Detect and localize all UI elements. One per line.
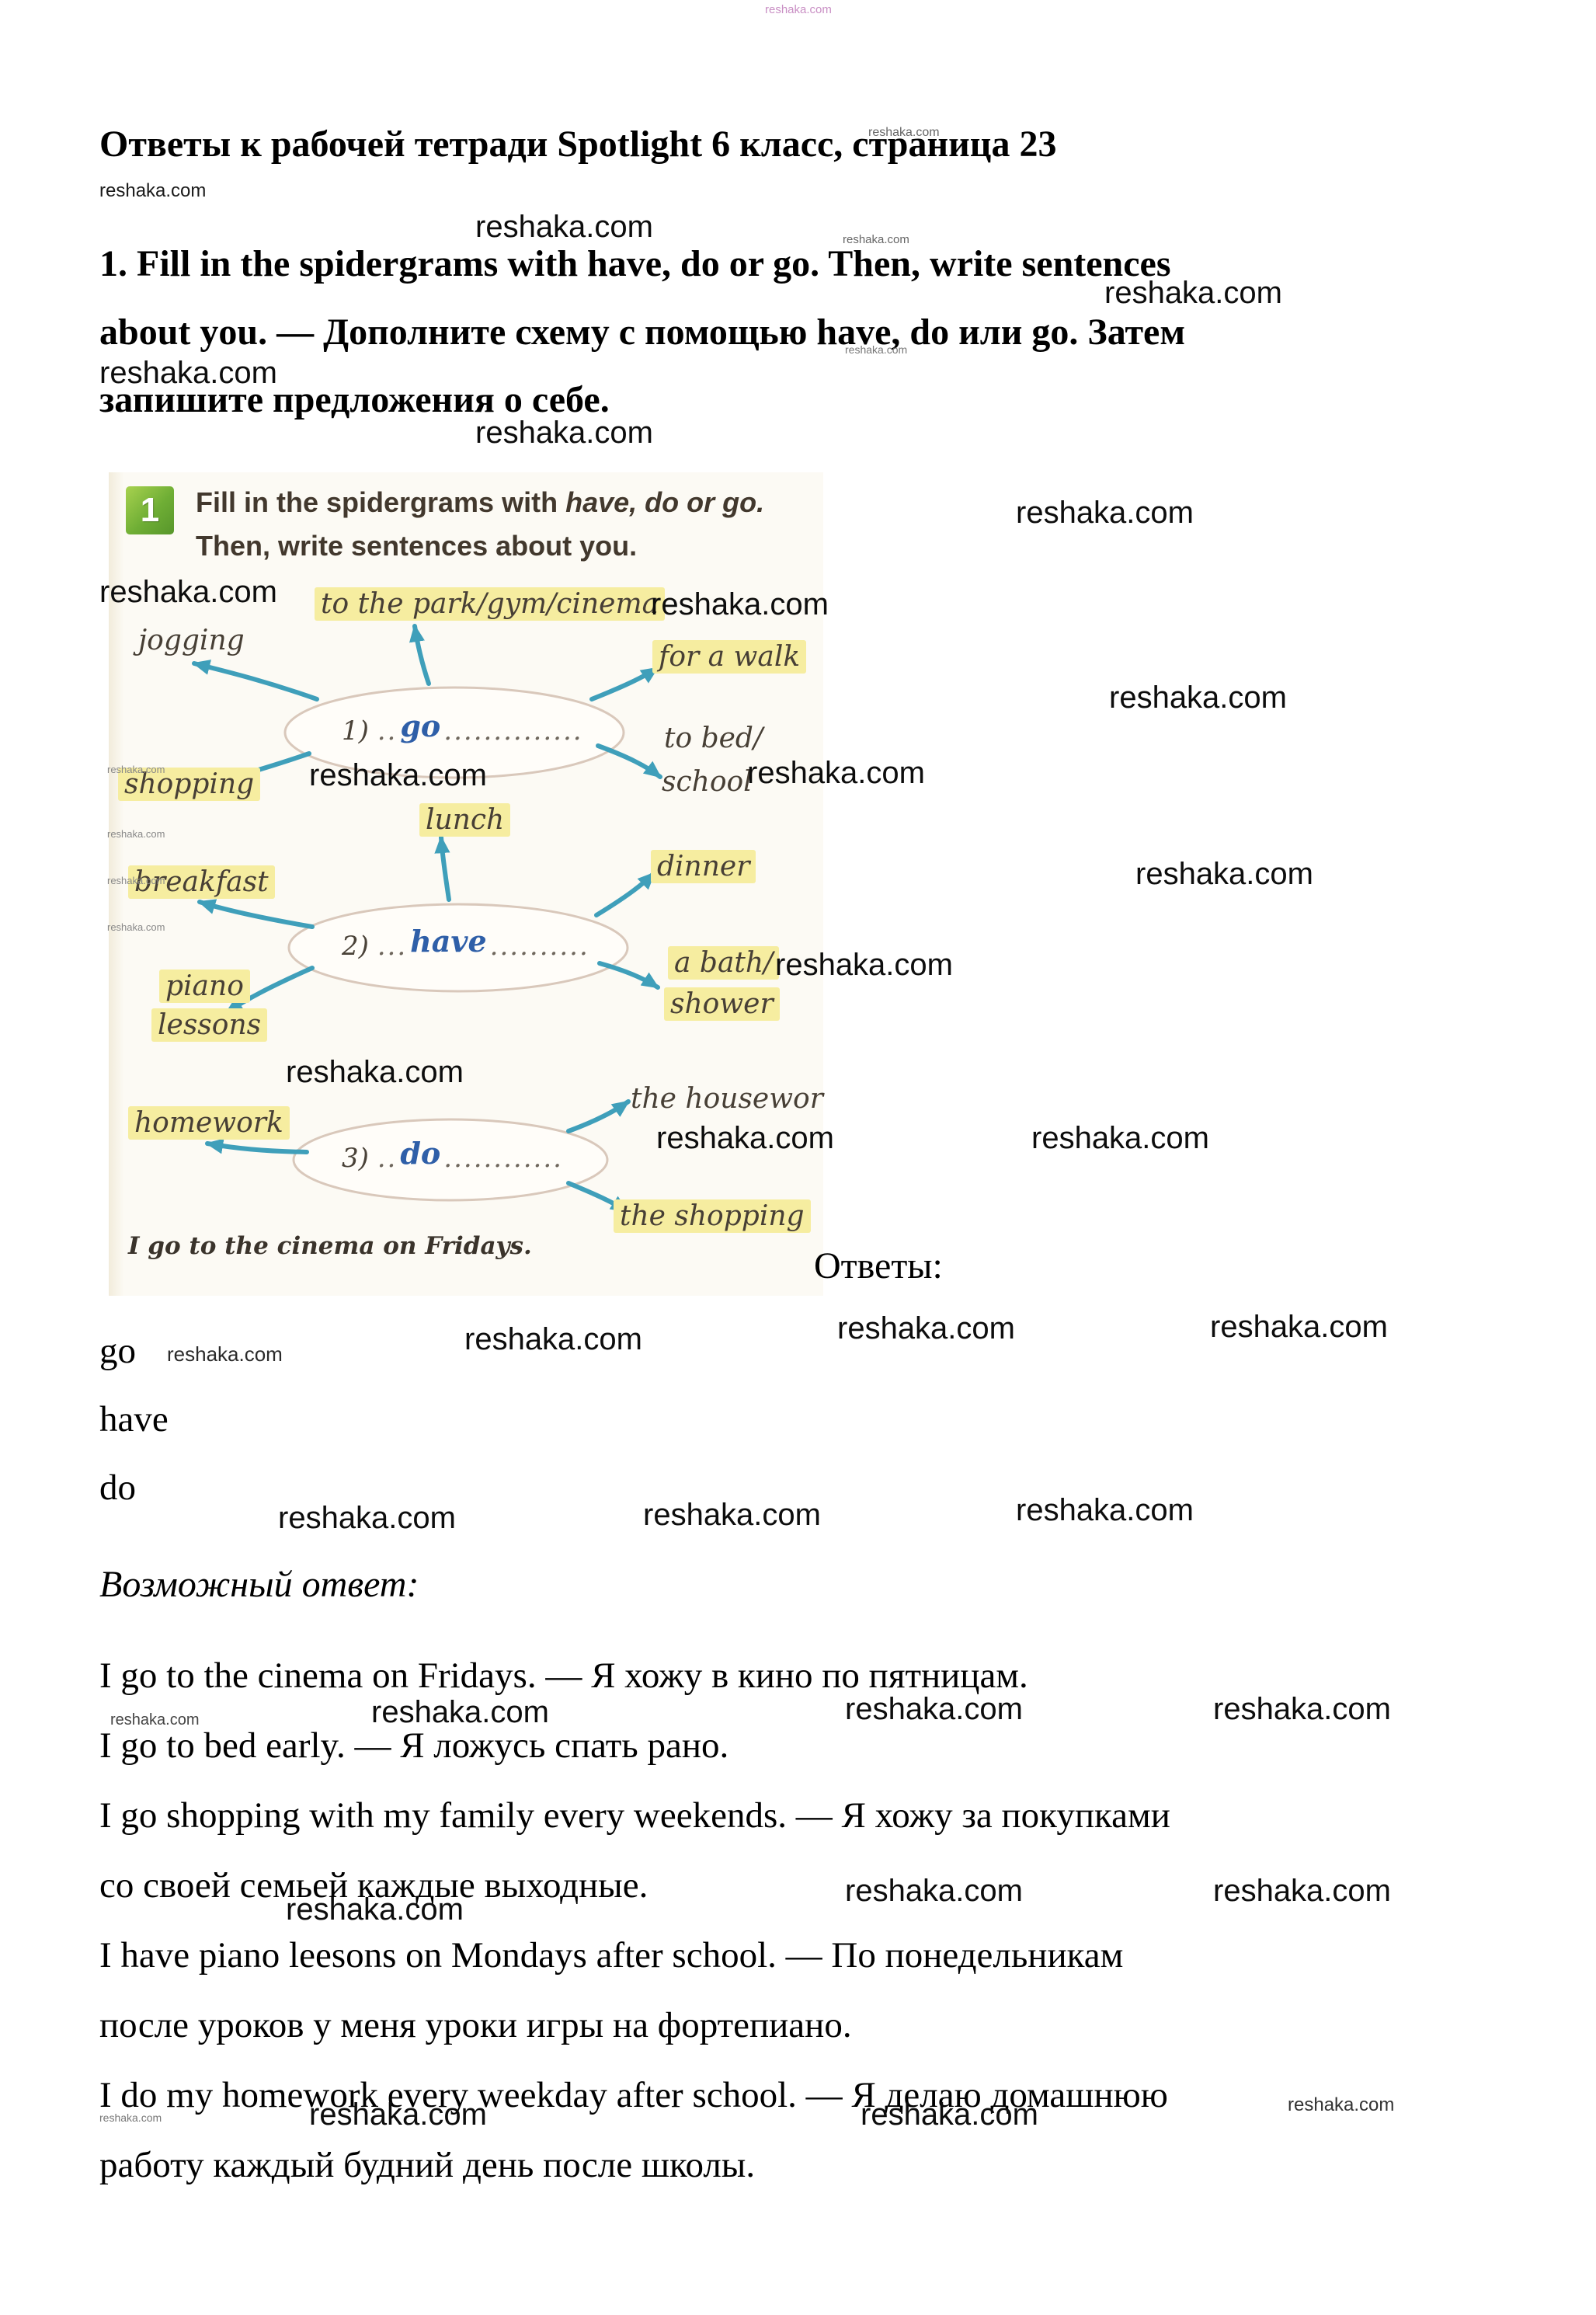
exercise-instruction-line-1: Fill in the spidergrams with have, do or… (196, 486, 764, 519)
dots: .. (377, 715, 398, 747)
spidergram-3-answer: 3) ..do............ (342, 1136, 563, 1174)
watermark-text: reshaka.com (1135, 857, 1313, 891)
watermark-text: reshaka.com (1109, 681, 1287, 715)
spider1-written-answer: go (400, 708, 441, 743)
spider1-item-park: to the park/gym/cinema (315, 587, 666, 621)
dots: ... (377, 931, 408, 962)
watermark-text: reshaka.com (1210, 1310, 1388, 1344)
spider3-item-housework: the housewor (631, 1083, 823, 1115)
watermark-text: reshaka.com (837, 1311, 1015, 1345)
arrow-do-homework (205, 1138, 309, 1154)
answer-sentence-line: I do my homework every weekday after sch… (99, 2075, 1168, 2115)
spidergram-1-oval (283, 686, 625, 779)
spidergram-2-oval (287, 903, 629, 993)
arrow-go-walk (589, 666, 659, 701)
dots: .............. (443, 715, 583, 747)
task-statement-line-2: about you. — Дополните схему с помощью h… (99, 312, 1186, 353)
spider1-label: 1) (342, 715, 369, 747)
spider2-item-piano: piano (159, 970, 250, 1003)
spider2-item-breakfast: breakfast (128, 865, 275, 899)
answer-sentence-line: I go to bed early. — Я ложусь спать рано… (99, 1725, 729, 1766)
answer-word-have: have (99, 1399, 169, 1439)
answer-sentence-line: работу каждый будний день после школы. (99, 2145, 756, 2185)
answer-sentence-line: I go shopping with my family every weeke… (99, 1795, 1170, 1836)
spider2-item-dinner: dinner (651, 850, 756, 883)
instruction-italic-text: have, do or go. (565, 486, 765, 518)
arrow-have-breakfast (197, 899, 315, 929)
task-statement-line-1: 1. Fill in the spidergrams with have, do… (99, 243, 1171, 284)
watermark-text: reshaka.com (643, 1498, 821, 1532)
exercise-example-sentence: I go to the cinema on Fridays. (128, 1232, 532, 1260)
answer-word-do: do (99, 1467, 136, 1508)
spider1-item-jogging: jogging (138, 625, 245, 656)
answer-sentences: I go to the cinema on Fridays. — Я хожу … (99, 1641, 1528, 2200)
dots: .......... (489, 931, 589, 962)
spider3-written-answer: do (400, 1136, 441, 1171)
instruction-text: Fill in the spidergrams with (196, 486, 566, 518)
arrow-go-jogging (192, 660, 319, 701)
spidergram-2-answer: 2) ...have.......... (342, 924, 589, 962)
watermark-text: reshaka.com (475, 210, 653, 244)
answers-heading: Ответы: (814, 1245, 943, 1286)
arrow-go-bed (596, 743, 662, 779)
exercise-instruction-line-2: Then, write sentences about you. (196, 530, 638, 562)
spidergram-3-oval (292, 1118, 609, 1202)
spidergram-diagram (192, 624, 662, 1213)
spider1-item-walk: for a walk (652, 640, 807, 674)
watermark-text: reshaka.com (278, 1501, 456, 1535)
arrow-have-bath (597, 961, 660, 990)
watermark-text: reshaka.com (167, 1342, 283, 1366)
possible-answer-label: Возможный ответ: (99, 1564, 419, 1605)
spider2-written-answer: have (410, 924, 487, 959)
page-title: Ответы к рабочей тетради Spotlight 6 кла… (99, 124, 1057, 165)
arrow-have-lunch (434, 835, 451, 902)
answer-sentence-line: со своей семьей каждые выходные. (99, 1865, 648, 1906)
spider3-item-shopping: the shopping (614, 1199, 811, 1233)
arrow-have-piano (224, 966, 315, 1015)
dots: ............ (443, 1143, 563, 1174)
spider1-item-shopping: shopping (118, 768, 261, 801)
arrow-go-park (409, 624, 431, 686)
spider2-item-lunch: lunch (419, 803, 511, 837)
answer-sentence-line: I have piano leesons on Mondays after sc… (99, 1935, 1124, 1976)
spider1-item-school: school (662, 766, 753, 798)
spidergram-1-answer: 1) ..go.............. (342, 708, 583, 747)
watermark-text: reshaka.com (1016, 496, 1194, 530)
task-statement-line-3: запишите предложения о себе. (99, 379, 610, 420)
spider1-item-bed: to bed/ (664, 722, 763, 754)
spider2-item-bath: a bath/ (668, 946, 780, 980)
spider3-label: 3) (342, 1143, 369, 1174)
watermark-text: reshaka.com (765, 3, 832, 16)
watermark-text: reshaka.com (99, 180, 207, 201)
exercise-number-badge: 1 (126, 486, 174, 534)
answer-sentence-line: после уроков у меня уроки игры на фортеп… (99, 2005, 852, 2045)
spider2-label: 2) (342, 931, 369, 962)
dots: .. (377, 1143, 398, 1174)
watermark-text: reshaka.com (464, 1322, 642, 1356)
arrow-have-dinner (594, 871, 656, 917)
watermark-text: reshaka.com (1016, 1493, 1194, 1527)
spider2-item-lessons: lessons (151, 1008, 268, 1042)
answer-word-go: go (99, 1331, 136, 1371)
textbook-exercise-image: 1 Fill in the spidergrams with have, do … (109, 472, 823, 1296)
answer-sentence-line: I go to the cinema on Fridays. — Я хожу … (99, 1655, 1028, 1696)
watermark-text: reshaka.com (1031, 1121, 1209, 1155)
spider3-item-homework: homework (128, 1106, 290, 1140)
arrow-do-housework (566, 1099, 631, 1133)
spider2-item-shower: shower (664, 987, 780, 1021)
